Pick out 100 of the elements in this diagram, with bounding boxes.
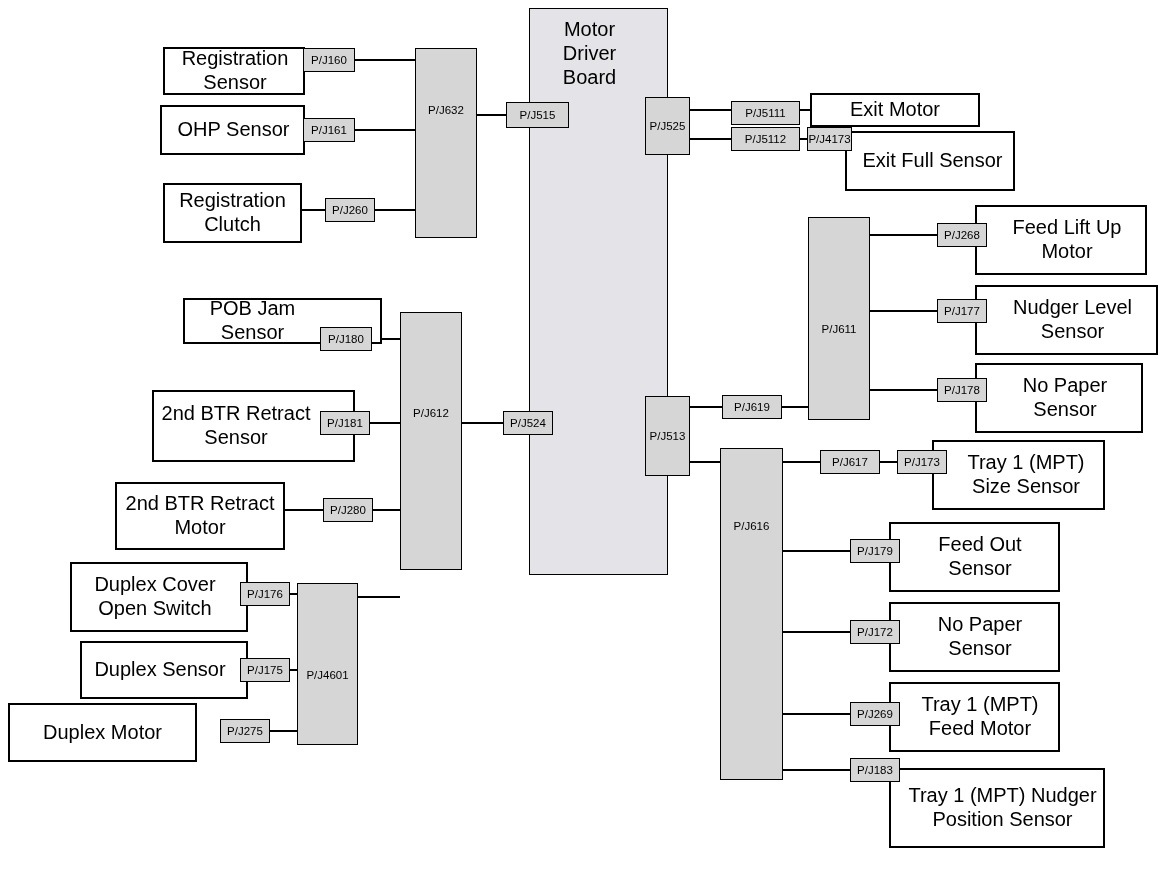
connector-bar — [415, 48, 477, 238]
wire-line — [689, 109, 732, 111]
component-box — [160, 105, 305, 155]
component-label: 2nd BTR Retract Motor — [124, 492, 276, 540]
connector-label: P/J612 — [413, 407, 449, 419]
connector-plug — [897, 450, 947, 474]
wire-line — [689, 406, 723, 408]
connector-label: P/J269 — [857, 708, 893, 720]
wire-line — [799, 109, 811, 111]
component-box — [163, 47, 305, 95]
wire-line — [461, 422, 504, 424]
connector-plug — [325, 198, 375, 222]
component-box — [810, 93, 980, 127]
wire-line — [289, 669, 298, 671]
connector-plug — [850, 620, 900, 644]
wire-line — [374, 209, 416, 211]
component-label: Tray 1 (MPT) Nudger Position Sensor — [907, 784, 1098, 832]
connector-label: P/J175 — [247, 664, 283, 676]
connector-plug — [320, 411, 370, 435]
wire-line — [369, 422, 401, 424]
connector-plug — [506, 102, 569, 128]
connector-label: P/J172 — [857, 626, 893, 638]
connector-label: P/J178 — [944, 384, 980, 396]
connector-plug — [731, 101, 800, 125]
wire-line — [372, 509, 401, 511]
connector-label: P/J280 — [330, 504, 366, 516]
connector-plug — [323, 498, 373, 522]
component-box — [183, 298, 382, 344]
connector-label: P/J176 — [247, 588, 283, 600]
connector-bar — [400, 312, 462, 570]
component-label: No Paper Sensor — [1021, 374, 1109, 422]
component-label: Registration Sensor — [180, 47, 290, 95]
wire-line — [782, 769, 851, 771]
component-label: Nudger Level Sensor — [1012, 296, 1133, 344]
connector-label: P/J4173 — [808, 133, 851, 145]
wire-line — [301, 209, 326, 211]
connector-label: P/J524 — [510, 417, 546, 429]
connector-bar — [720, 448, 783, 780]
wire-line — [869, 234, 938, 236]
connector-label: P/J4601 — [306, 669, 349, 681]
connector-label: P/J268 — [944, 229, 980, 241]
connector-plug — [503, 411, 553, 435]
wire-line — [269, 730, 298, 732]
connector-plug — [937, 223, 987, 247]
connector-label: P/J5111 — [745, 107, 786, 119]
wire-line — [781, 406, 809, 408]
connector-plug — [320, 327, 372, 351]
wire-line — [357, 596, 401, 598]
connector-label: P/J173 — [904, 456, 940, 468]
wire-line — [869, 310, 938, 312]
connector-plug — [731, 127, 800, 151]
component-label: OHP Sensor — [177, 118, 290, 142]
wire-line — [354, 59, 416, 61]
connector-plug — [303, 118, 355, 142]
component-label: Feed Out Sensor — [937, 533, 1023, 581]
connector-label: P/J619 — [734, 401, 770, 413]
connector-label: P/J181 — [327, 417, 363, 429]
wire-line — [689, 138, 732, 140]
wire-line — [476, 114, 507, 116]
component-label: Tray 1 (MPT) Feed Motor — [920, 693, 1040, 741]
component-box — [115, 482, 285, 550]
connector-plug — [850, 539, 900, 563]
connector-label: P/J183 — [857, 764, 893, 776]
wire-line — [782, 461, 821, 463]
component-label: Feed Lift Up Motor — [1011, 216, 1123, 264]
connector-label: P/J611 — [821, 323, 857, 335]
component-box — [163, 183, 302, 243]
wire-line — [284, 509, 324, 511]
connector-label: P/J179 — [857, 545, 893, 557]
connector-label: P/J616 — [733, 520, 770, 532]
component-label: Exit Motor — [850, 98, 940, 122]
connector-label: P/J5112 — [744, 133, 787, 145]
connector-plug — [850, 702, 900, 726]
connector-label: P/J617 — [832, 456, 868, 468]
connector-plug — [240, 658, 290, 682]
connector-plug — [645, 97, 690, 155]
component-label: 2nd BTR Retract Sensor — [160, 402, 312, 450]
connector-plug — [937, 378, 987, 402]
wire-line — [782, 713, 851, 715]
connector-plug — [850, 758, 900, 782]
connector-bar — [297, 583, 358, 745]
component-label: POB Jam Sensor — [208, 297, 297, 345]
connector-label: P/J632 — [428, 104, 464, 116]
connector-plug — [240, 582, 290, 606]
wire-line — [354, 129, 416, 131]
component-box — [8, 703, 197, 762]
connector-bar — [808, 217, 870, 420]
connector-plug — [807, 127, 852, 151]
wire-line — [782, 631, 851, 633]
connector-label: P/J515 — [519, 109, 556, 121]
connector-label: P/J275 — [227, 725, 263, 737]
connector-plug — [645, 396, 690, 476]
wire-line — [782, 550, 851, 552]
component-label: Duplex Motor — [43, 720, 162, 745]
component-label: Tray 1 (MPT) Size Sensor — [966, 451, 1086, 499]
component-label: Duplex Sensor — [94, 658, 226, 682]
wire-line — [869, 389, 938, 391]
component-label: No Paper Sensor — [936, 613, 1024, 661]
component-box — [70, 562, 248, 632]
connector-label: P/J180 — [328, 333, 364, 345]
